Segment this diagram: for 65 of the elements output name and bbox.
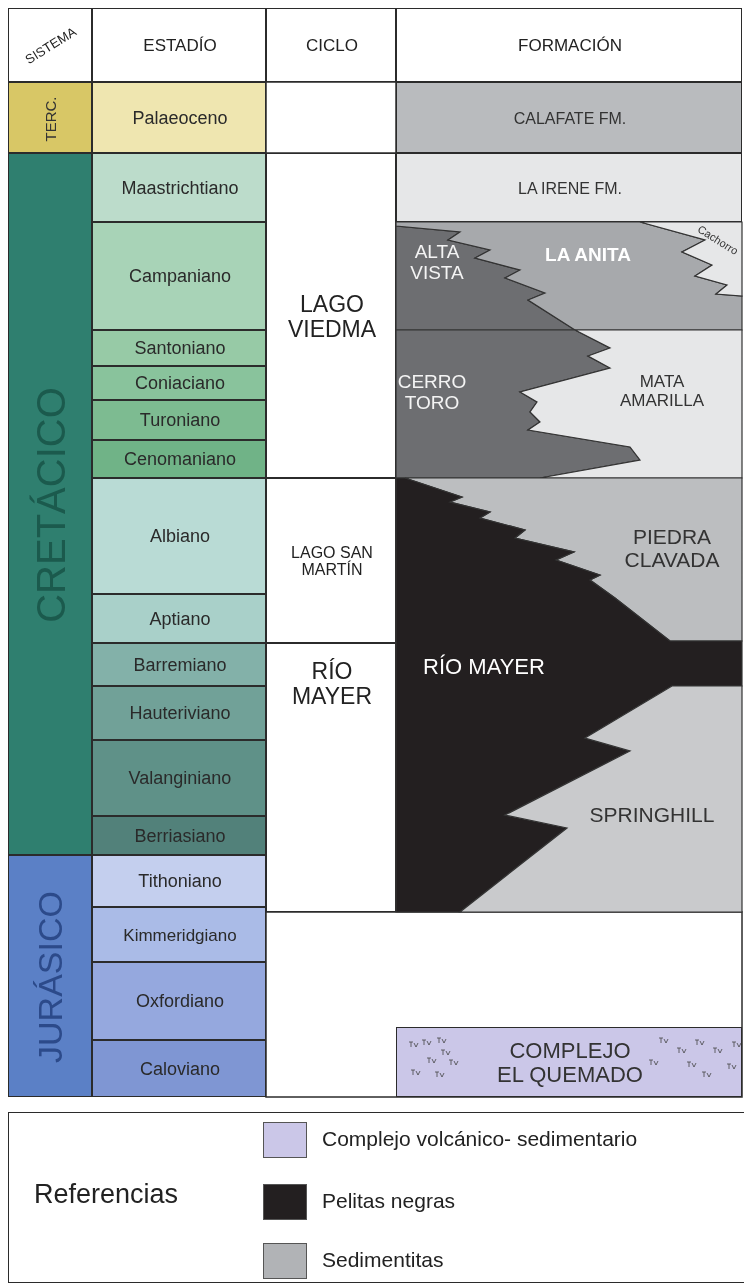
stage-band [92,222,266,330]
column-heading: CICLO [306,36,358,56]
stage-band [92,1040,266,1097]
stage-name: Barremiano [133,655,227,676]
stage-band [92,366,266,400]
stage-name: Albiano [150,527,210,547]
cycle-name: RÍO MAYER [290,658,374,709]
stage-band [92,478,266,594]
stage-name: Palaeoceno [132,108,228,129]
cycle-band [266,643,396,912]
stage-band [92,440,266,478]
stage-name: Valanginiano [128,769,232,789]
stage-name: Hauteriviano [129,704,231,724]
stage-name: Tithoniano [138,872,222,892]
system-band [8,855,92,1097]
formation-name: LA IRENE FM. [518,179,622,198]
stage-name: Coniaciano [134,374,226,394]
stage-name: Maastrichtiano [121,178,239,199]
stage-name: Turoniano [139,411,221,431]
formation-name: RÍO MAYER [422,654,546,680]
stage-name: Cenomaniano [123,450,237,470]
stage-band [92,594,266,643]
stage-band [92,816,266,855]
formation-band [396,1027,742,1097]
column-heading: FORMACIÓN [518,36,622,56]
formation-name: COMPLEJO EL QUEMADO [496,1038,644,1088]
system-band [8,82,92,153]
stage-band [92,686,266,740]
stage-name: Caloviano [139,1059,221,1080]
stage-band [92,962,266,1040]
stage-band [92,740,266,816]
stage-band [92,400,266,440]
cycle-band [266,478,396,643]
stage-name: Oxfordiano [135,992,225,1012]
legend-text: Pelitas negras [322,1189,456,1213]
stage-name: Santoniano [134,339,226,359]
formation-name: CERRO TORO [396,372,468,414]
system-band [8,153,92,855]
stage-band [92,907,266,962]
cycle-name: LAGO VIEDMA [286,291,378,342]
stage-band [92,855,266,907]
formation-name: LA ANITA [544,244,632,266]
formation-name: SPRINGHILL [588,803,716,827]
formation-name: ALTA VISTA [409,242,465,284]
stage-name: Kimmeridgiano [123,926,237,945]
system-name: JURÁSICO [32,891,70,1063]
stage-band [92,330,266,366]
cycle-name: LAGO SAN MARTÍN [290,543,374,580]
stage-band [92,82,266,153]
stage-band [92,153,266,222]
formation-name: CALAFATE FM. [513,109,627,128]
formation-band [396,82,742,153]
stage-name: Berriasiano [134,826,226,847]
column-heading: ESTADÍO [143,36,217,56]
stage-band [92,643,266,686]
stage-name: Campaniano [128,267,232,287]
legend-text: Sedimentitas [322,1248,444,1272]
system-name: TERC. [42,96,60,141]
formation-name: MATA AMARILLA [618,373,706,411]
formation-name: PIEDRA CLAVADA [623,524,721,572]
cycle-band [266,153,396,478]
legend-title: Referencias [34,1180,179,1210]
formation-band [396,153,742,222]
legend-text: Complejo volcánico- sedimentario [322,1127,638,1151]
stage-name: Aptiano [149,609,211,630]
